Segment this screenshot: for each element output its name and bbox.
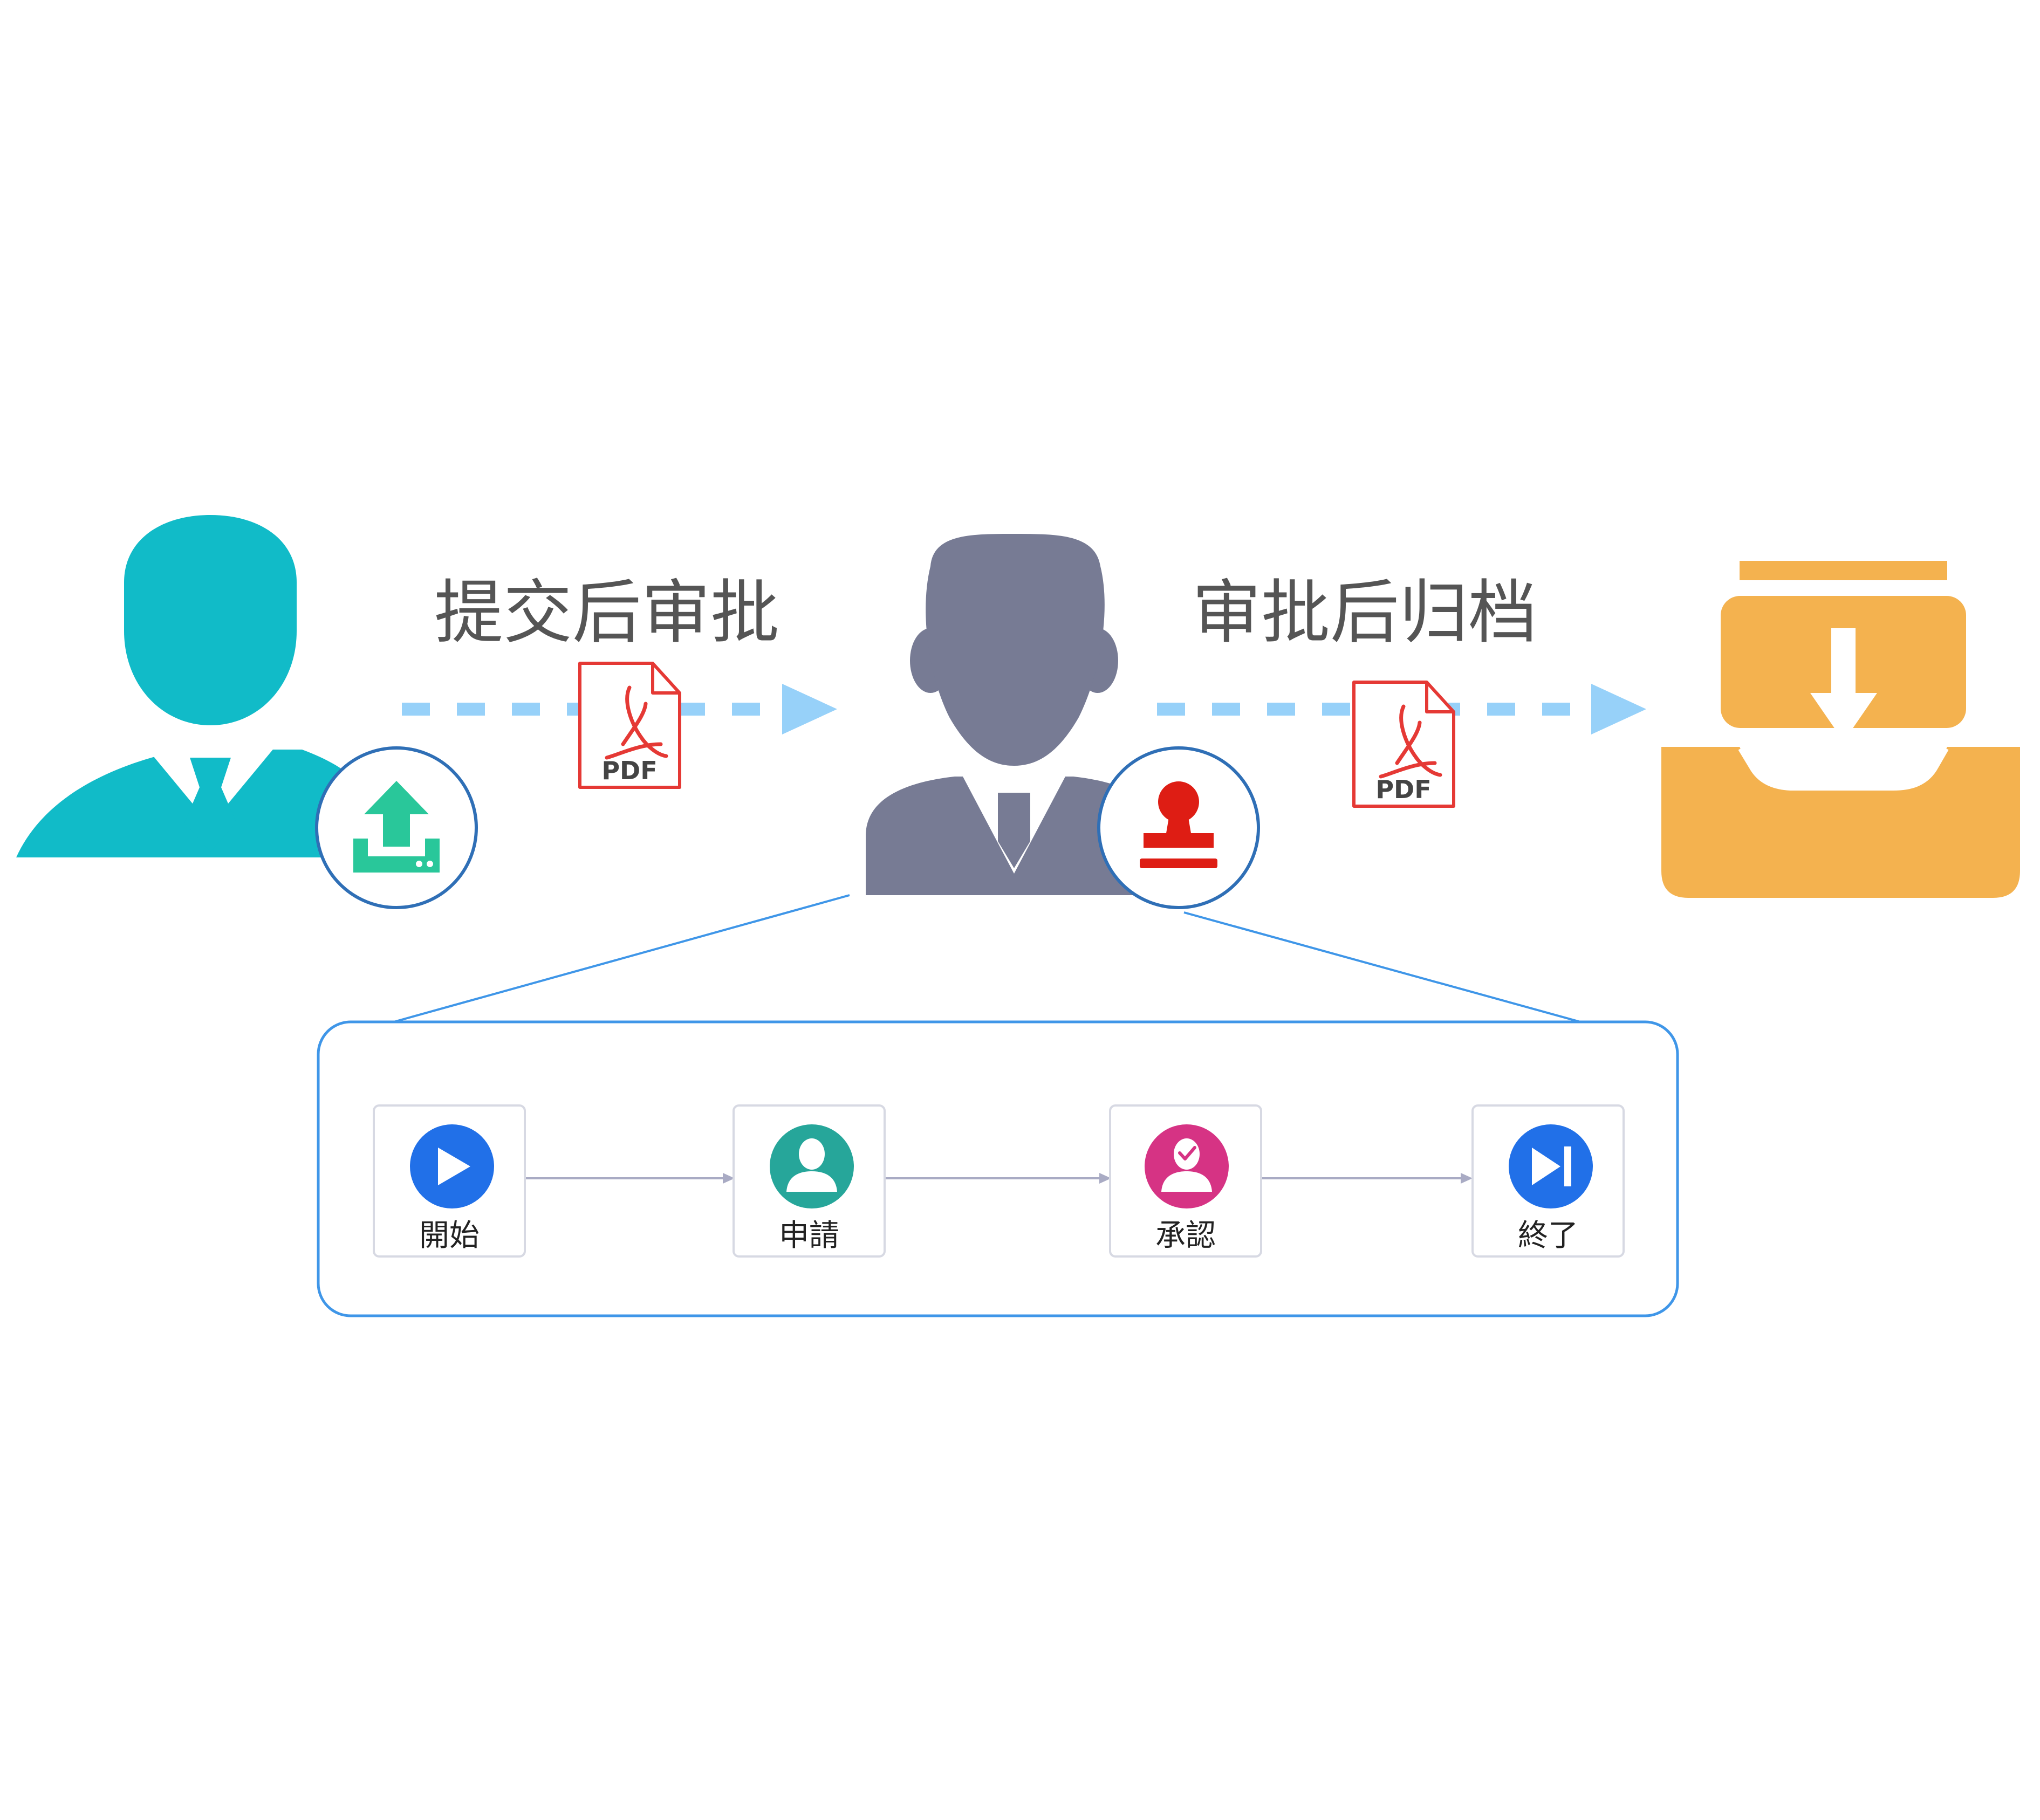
step-label-apply: 申請: [779, 1218, 839, 1253]
user-icon: [770, 1124, 854, 1208]
pdf-document-icon-2: PDF: [1352, 681, 1455, 808]
flow-arrow-2: [1157, 684, 1646, 734]
step-label-approve: 承認: [1155, 1218, 1216, 1253]
end-icon: [1509, 1124, 1593, 1208]
pdf-document-icon-1: PDF: [578, 662, 681, 789]
step-connector-1: [524, 1173, 735, 1184]
approver-person-icon: [866, 534, 1162, 895]
step-label-end: 終了: [1518, 1218, 1578, 1253]
process-connector-left: [393, 894, 850, 1023]
approval-process-frame: [317, 1020, 1679, 1317]
archive-inbox-icon: [1661, 561, 2020, 898]
upload-icon: [353, 781, 440, 873]
process-step-end: 終了: [1471, 1104, 1625, 1258]
approver-icon: [1145, 1124, 1229, 1208]
play-icon: [410, 1124, 494, 1208]
stamp-icon: [1140, 781, 1217, 868]
step-connector-2: [885, 1173, 1111, 1184]
process-connector-right: [1183, 911, 1581, 1023]
submit-approval-label: 提交后审批: [434, 573, 779, 653]
process-step-apply: 申請: [733, 1104, 886, 1258]
archive-after-approval-label: 审批后归档: [1192, 573, 1537, 653]
pdf-label-1: PDF: [601, 756, 657, 785]
stamp-badge: [1097, 746, 1260, 909]
pdf-label-2: PDF: [1375, 775, 1431, 804]
step-connector-3: [1261, 1173, 1473, 1184]
step-label-start: 開始: [419, 1218, 480, 1253]
submitter-person-icon: [16, 515, 410, 857]
process-step-approve: 承認: [1109, 1104, 1262, 1258]
process-step-start: 開始: [373, 1104, 526, 1258]
upload-badge: [315, 746, 478, 909]
